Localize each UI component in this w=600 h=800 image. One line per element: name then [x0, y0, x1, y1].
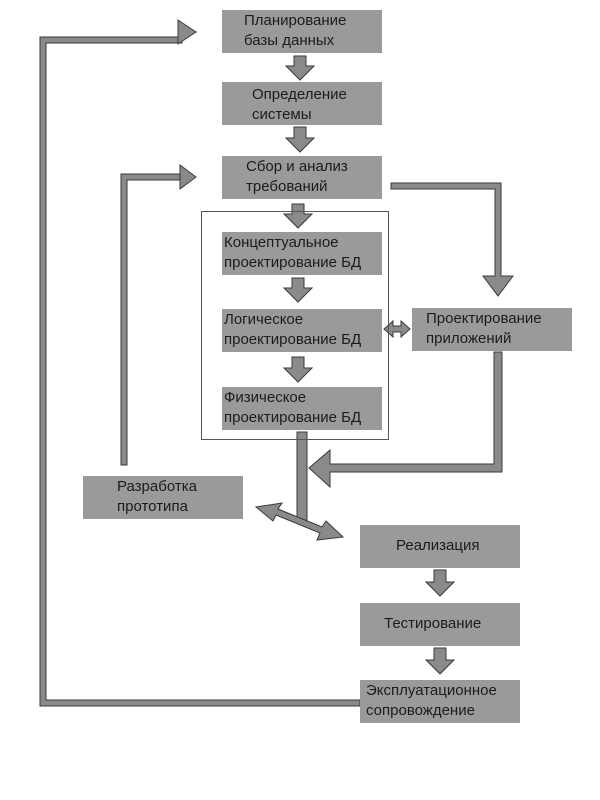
block-conceptual-line-2: проектирование БД	[224, 254, 362, 271]
feedback-arrow-head-planning	[177, 19, 197, 45]
block-testing-line-1: Тестирование	[384, 615, 482, 632]
block-physical: Физическое проектирование БД	[222, 387, 382, 430]
block-logical: Логическое проектирование БД	[222, 309, 382, 352]
block-planning-line-1: Планирование	[244, 12, 347, 29]
block-planning-line-2: базы данных	[244, 32, 335, 49]
block-requirements: Сбор и анализ требований	[222, 156, 382, 199]
block-definition: Определение системы	[222, 82, 382, 125]
block-app-design-line-1: Проектирование	[426, 310, 542, 327]
block-prototype-line-2: прототипа	[117, 498, 188, 515]
block-requirements-line-1: Сбор и анализ	[246, 158, 348, 175]
block-app-design: Проектирование приложений	[412, 308, 572, 351]
database-design-frame	[201, 211, 389, 440]
block-implementation: Реализация	[360, 525, 520, 568]
block-maintenance-line-1: Эксплуатационное	[366, 682, 497, 699]
arrow-planning-definition	[284, 55, 316, 81]
block-maintenance: Эксплуатационное сопровождение	[360, 680, 520, 723]
logical-app-design-double-arrow	[383, 319, 411, 339]
arrow-logical-physical	[282, 356, 314, 383]
arrow-requirements-conceptual	[282, 203, 314, 229]
arrow-definition-requirements	[284, 126, 316, 153]
block-physical-line-1: Физическое	[224, 389, 307, 406]
block-physical-line-2: проектирование БД	[224, 409, 362, 426]
arrow-conceptual-logical	[282, 277, 314, 303]
physical-to-merge-line	[296, 431, 308, 523]
block-prototype-line-1: Разработка	[117, 478, 197, 495]
block-logical-line-1: Логическое	[224, 311, 304, 328]
block-definition-line-2: системы	[252, 106, 312, 123]
block-testing: Тестирование	[360, 603, 520, 646]
block-implementation-line-1: Реализация	[396, 537, 480, 554]
block-conceptual-line-1: Концептуальное	[224, 234, 339, 251]
block-definition-line-1: Определение	[252, 86, 347, 103]
arrow-testing-maintenance	[424, 647, 456, 675]
block-planning: Планирование базы данных	[222, 10, 382, 53]
app-design-to-merge-arrow	[308, 351, 503, 489]
block-app-design-line-2: приложений	[426, 330, 512, 347]
prototype-arrow-head	[179, 164, 197, 190]
block-logical-line-2: проектирование БД	[224, 331, 362, 348]
block-prototype: Разработка прототипа	[83, 476, 243, 519]
prototype-to-requirements-arrow	[120, 173, 181, 466]
block-requirements-line-2: требований	[246, 178, 328, 195]
requirements-to-app-design-arrow	[390, 182, 514, 297]
block-maintenance-line-2: сопровождение	[366, 702, 475, 719]
block-conceptual: Концептуальное проектирование БД	[222, 232, 382, 275]
arrow-implementation-testing	[424, 569, 456, 597]
prototype-implementation-double-arrow	[254, 502, 345, 541]
